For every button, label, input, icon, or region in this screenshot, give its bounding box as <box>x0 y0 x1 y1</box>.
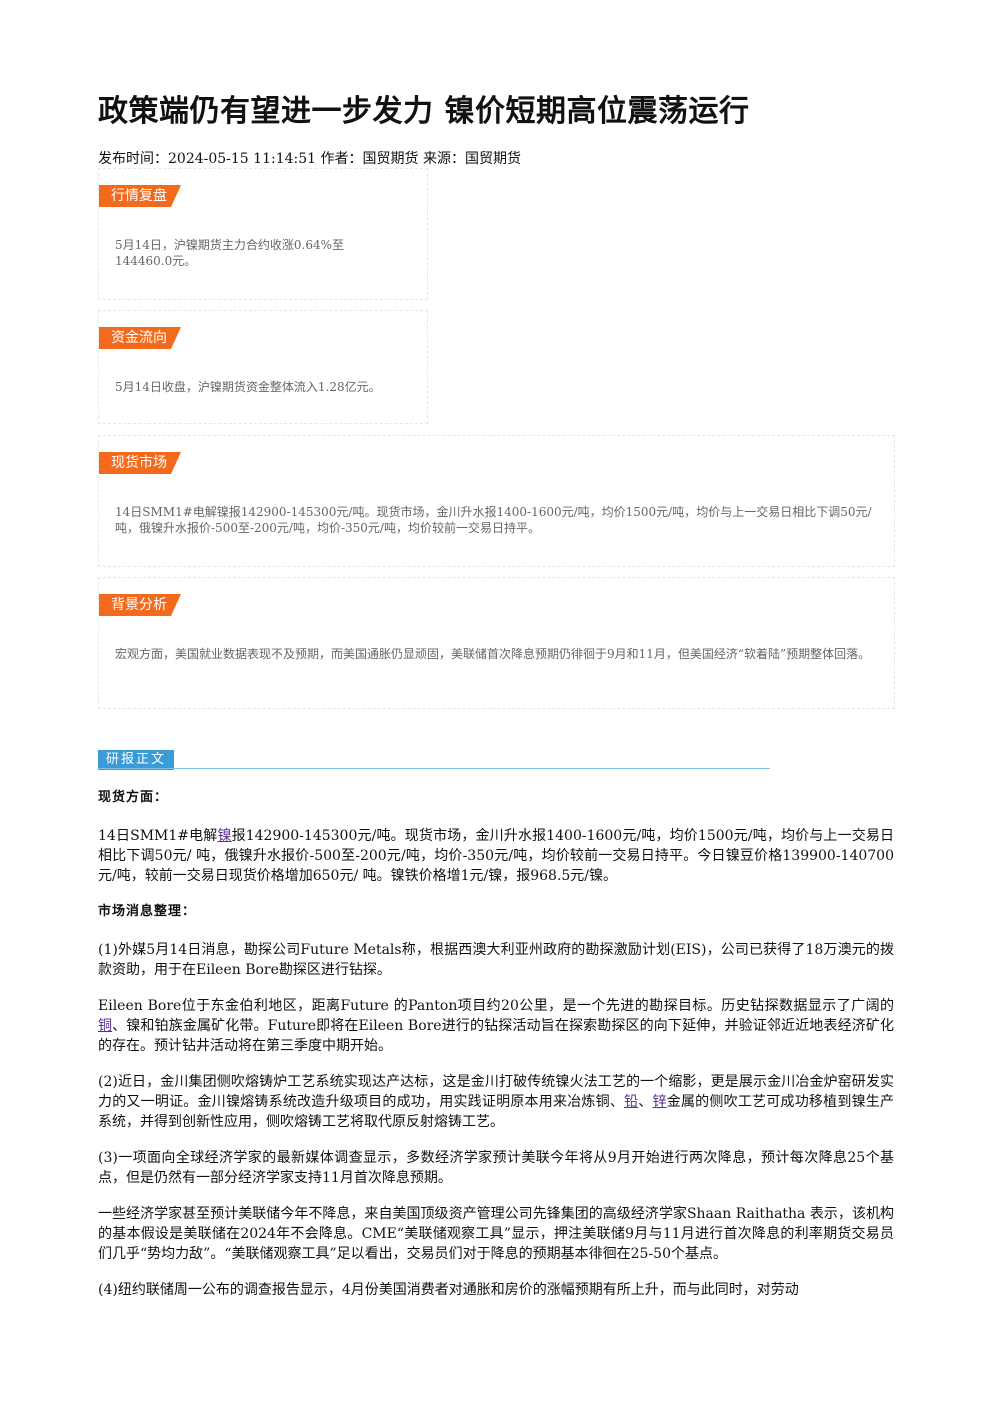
paragraph: (2)近日，金川集团侧吹熔铸炉工艺系统实现达产达标，这是金川打破传统镍火法工艺的… <box>98 1072 894 1132</box>
section-text: 宏观方面，美国就业数据表现不及预期，而美国通胀仍显顽固，美联储首次降息预期仍徘徊… <box>115 647 871 661</box>
section-text: 5月14日，沪镍期货主力合约收涨0.64%至144460.0元。 <box>115 238 345 268</box>
section-tag: 背景分析 <box>99 594 181 616</box>
section-box-background: 背景分析 宏观方面，美国就业数据表现不及预期，而美国通胀仍显顽固，美联储首次降息… <box>98 577 895 709</box>
nickel-link[interactable]: 镍 <box>217 828 232 844</box>
paragraph: 一些经济学家甚至预计美联储今年不降息，来自美国顶级资产管理公司先锋集团的高级经济… <box>98 1206 894 1262</box>
heading-news: 市场消息整理： <box>98 904 197 919</box>
report-body: 现货方面： 14日SMM1#电解镍报142900-145300元/吨。现货市场，… <box>98 788 894 1316</box>
report-label: 研报正文 <box>98 750 175 770</box>
zinc-link[interactable]: 锌 <box>652 1094 667 1110</box>
report-divider <box>98 768 770 769</box>
section-box-fund-flow: 资金流向 5月14日收盘，沪镍期货资金整体流入1.28亿元。 <box>98 310 428 424</box>
paragraph-text: 14日SMM1#电解 <box>98 828 218 844</box>
article-title: 政策端仍有望进一步发力 镍价短期高位震荡运行 <box>98 94 750 129</box>
section-box-spot-market: 现货市场 14日SMM1#电解镍报142900-145300元/吨。现货市场，金… <box>98 435 895 567</box>
paragraph: (4)纽约联储周一公布的调查报告显示，4月份美国消费者对通胀和房价的涨幅预期有所… <box>98 1282 799 1298</box>
paragraph-text: Eileen Bore位于东金伯利地区，距离Future 的Panton项目约2… <box>98 998 894 1014</box>
section-box-market-review: 行情复盘 5月14日，沪镍期货主力合约收涨0.64%至144460.0元。 <box>98 168 428 300</box>
section-tag: 现货市场 <box>99 452 181 474</box>
section-tag: 行情复盘 <box>99 185 181 207</box>
section-text: 14日SMM1#电解镍报142900-145300元/吨。现货市场，金川升水报1… <box>115 505 872 535</box>
heading-spot: 现货方面： <box>98 790 169 805</box>
copper-link[interactable]: 铜 <box>98 1018 113 1034</box>
section-text: 5月14日收盘，沪镍期货资金整体流入1.28亿元。 <box>115 380 381 394</box>
section-tag: 资金流向 <box>99 327 181 349</box>
article-meta: 发布时间：2024-05-15 11:14:51 作者：国贸期货 来源：国贸期货 <box>98 151 521 167</box>
paragraph: Eileen Bore位于东金伯利地区，距离Future 的Panton项目约2… <box>98 996 894 1056</box>
paragraph-text: 报142900-145300元/吨。现货市场，金川升水报1400-1600元/吨… <box>98 828 895 884</box>
paragraph: (3)一项面向全球经济学家的最新媒体调查显示，多数经济学家预计美联今年将从9月开… <box>98 1150 894 1186</box>
paragraph-text: 、 <box>638 1094 653 1110</box>
paragraph: (1)外媒5月14日消息，勘探公司Future Metals称，根据西澳大利亚州… <box>98 942 894 978</box>
paragraph-text: 、镍和铂族金属矿化带。Future即将在Eileen Bore进行的钻探活动旨在… <box>98 1018 894 1054</box>
paragraph-text: (2)近日，金川集团侧吹熔铸炉工艺系统实现达产达标，这是金川打破传统镍火法工艺的… <box>98 1074 894 1110</box>
paragraph: 14日SMM1#电解镍报142900-145300元/吨。现货市场，金川升水报1… <box>98 826 894 886</box>
paragraph-text: 金属的侧吹工艺可成功移植到镍生产系统，并得到创新性应用，侧吹熔铸工艺将取代原反射… <box>98 1094 895 1130</box>
lead-link[interactable]: 铅 <box>624 1094 639 1110</box>
